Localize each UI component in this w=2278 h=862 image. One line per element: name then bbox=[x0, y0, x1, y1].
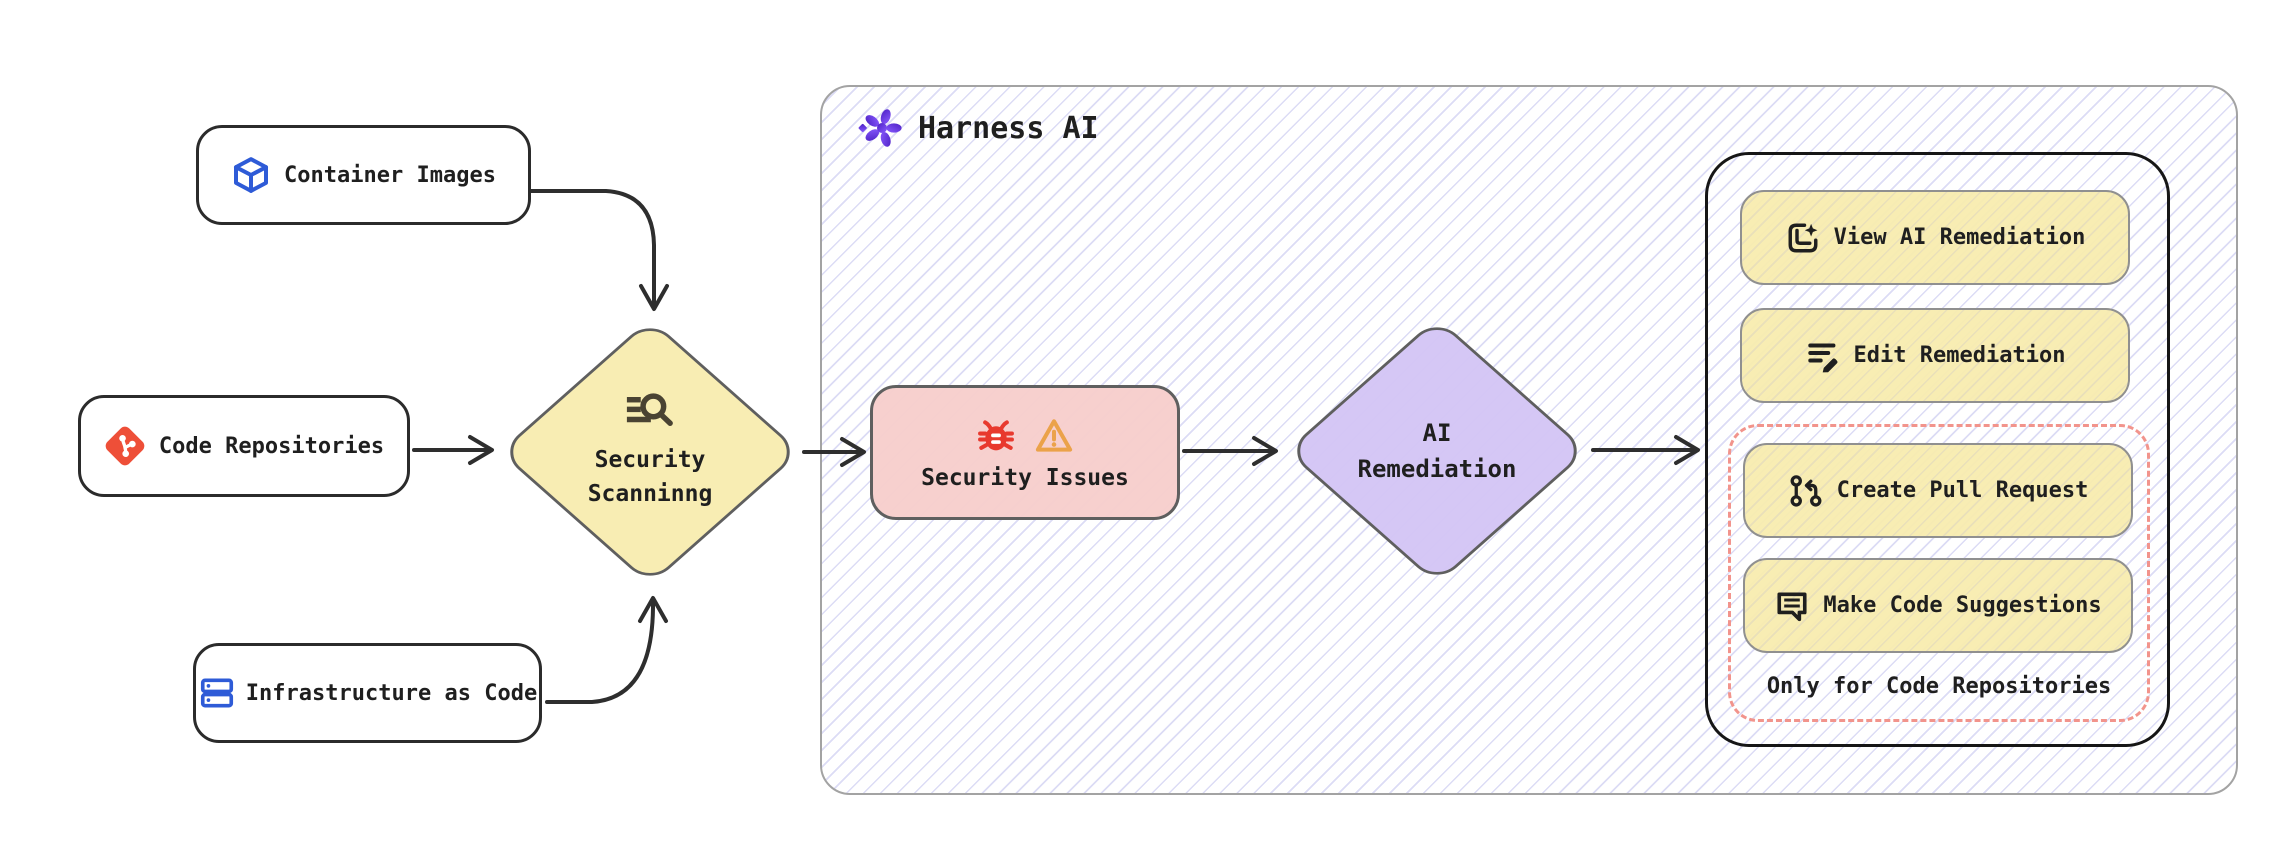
remediation-label-line2: Remediation bbox=[1357, 454, 1517, 483]
warning-icon bbox=[1035, 418, 1073, 452]
arrowhead-down bbox=[639, 284, 669, 311]
action-view-ai-remediation: View AI Remediation bbox=[1740, 190, 2130, 285]
node-label: Container Images bbox=[284, 162, 496, 188]
remediation-label-line1: AI bbox=[1422, 418, 1452, 447]
issues-icons bbox=[975, 415, 1075, 457]
scan-search-icon bbox=[626, 392, 673, 426]
action-make-code-suggestions: Make Code Suggestions bbox=[1743, 558, 2133, 653]
node-label: Infrastructure as Code bbox=[245, 680, 538, 706]
node-container-images: Container Images bbox=[196, 125, 531, 225]
node-ai-remediation: AI Remediation bbox=[1284, 316, 1590, 585]
action-label: Create Pull Request bbox=[1836, 478, 2089, 503]
harness-ai-logo-icon bbox=[858, 109, 902, 147]
server-stack-icon bbox=[200, 678, 233, 708]
scanning-label-line1: Security bbox=[594, 446, 706, 473]
action-label: View AI Remediation bbox=[1833, 225, 2086, 250]
code-suggestion-icon bbox=[1777, 592, 1807, 621]
node-code-repositories: Code Repositories bbox=[78, 395, 410, 497]
action-edit-remediation: Edit Remediation bbox=[1740, 308, 2130, 403]
repo-only-note: Only for Code Repositories bbox=[1766, 674, 2112, 699]
node-security-scanning: Security Scanninng bbox=[498, 318, 802, 586]
view-sparkle-icon bbox=[1788, 223, 1818, 252]
node-label: Code Repositories bbox=[158, 433, 385, 459]
scanning-label-line2: Scanninng bbox=[587, 481, 713, 507]
arrow-container-images-to-scanning bbox=[529, 189, 656, 308]
action-label: Edit Remediation bbox=[1853, 343, 2066, 368]
container-cube-icon bbox=[234, 157, 269, 193]
arrow-iac-to-scanning bbox=[545, 598, 655, 704]
remediation-actions-panel bbox=[1705, 152, 2170, 747]
arrowhead-right bbox=[468, 435, 494, 465]
edit-list-icon bbox=[1807, 343, 1838, 372]
git-icon bbox=[105, 426, 145, 466]
bug-icon bbox=[978, 419, 1014, 450]
node-infrastructure-as-code: Infrastructure as Code bbox=[193, 643, 542, 743]
node-security-issues: Security Issues bbox=[870, 385, 1180, 520]
harness-ai-header: Harness AI bbox=[858, 104, 1099, 152]
arrowhead-up bbox=[638, 596, 668, 623]
repo-only-group bbox=[1728, 424, 2150, 722]
harness-ai-title: Harness AI bbox=[918, 110, 1099, 146]
action-create-pull-request: Create Pull Request bbox=[1743, 443, 2133, 538]
issues-label: Security Issues bbox=[921, 464, 1129, 491]
pull-request-icon bbox=[1790, 474, 1822, 507]
action-label: Make Code Suggestions bbox=[1823, 593, 2102, 618]
